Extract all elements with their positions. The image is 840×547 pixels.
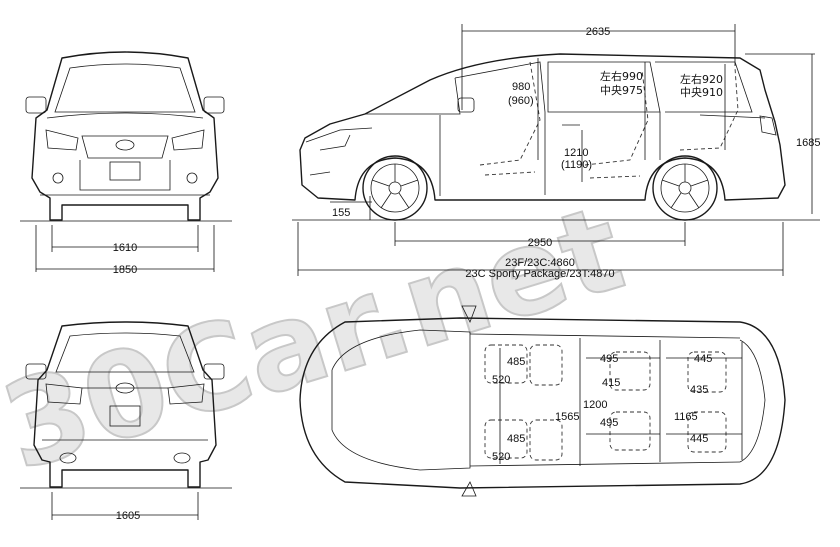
- cabin-width-label: 1565: [555, 411, 579, 423]
- front-seat-width-label-b: 485: [507, 433, 525, 445]
- front-headroom-alt-label: (960): [508, 95, 534, 107]
- third-row-headroom-label: 左右920: [680, 72, 723, 86]
- second-row-headroom-label: 左右990: [600, 69, 643, 83]
- wheelbase-label: 2950: [528, 237, 552, 249]
- top-view: 485 520 485 520 495 415 495 1565 1200 44…: [299, 305, 786, 497]
- overall-length-label-2: 23C Sporty Package/23T:4870: [465, 268, 614, 280]
- interior-length-label: 2635: [586, 26, 610, 38]
- front-seat-depth-label-b: 520: [492, 451, 510, 463]
- row2-width-mid-label: 415: [602, 377, 620, 389]
- row2-span-label: 1200: [583, 399, 607, 411]
- row3-span-label: 1165: [674, 411, 698, 423]
- row3-width-top-label: 445: [694, 353, 712, 365]
- row2-width-top-label: 495: [600, 353, 618, 365]
- overall-height-label: 1685: [796, 137, 820, 149]
- front-track-label: 1610: [113, 242, 137, 254]
- rear-track-label: 1605: [116, 510, 140, 522]
- watermark-text: 30Car.net: [0, 179, 637, 497]
- overall-length-label-1: 23F/23C:4860: [505, 257, 575, 269]
- seat-height-alt-label: (1190): [561, 159, 592, 171]
- second-row-center-headroom-label: 中央975: [600, 84, 643, 97]
- side-view: 1685 155 2950 23F/23C:4860 23C Sporty Pa…: [292, 24, 820, 280]
- row3-width-mid-label: 435: [690, 384, 708, 396]
- seat-height-label: 1210: [564, 147, 588, 159]
- front-seat-depth-label-a: 520: [492, 374, 510, 386]
- front-seat-width-label-a: 485: [507, 356, 525, 368]
- row2-width-bottom-label: 495: [600, 417, 618, 429]
- ground-clearance-label: 155: [332, 207, 350, 219]
- third-row-center-headroom-label: 中央910: [680, 86, 723, 99]
- watermark: 30Car.net: [0, 178, 638, 498]
- rear-view: 1605: [20, 321, 232, 522]
- overall-width-label: 1850: [113, 264, 137, 276]
- front-headroom-label: 980: [512, 81, 530, 93]
- front-view: 1610 1850: [20, 51, 232, 276]
- row3-width-bottom-label: 445: [690, 433, 708, 445]
